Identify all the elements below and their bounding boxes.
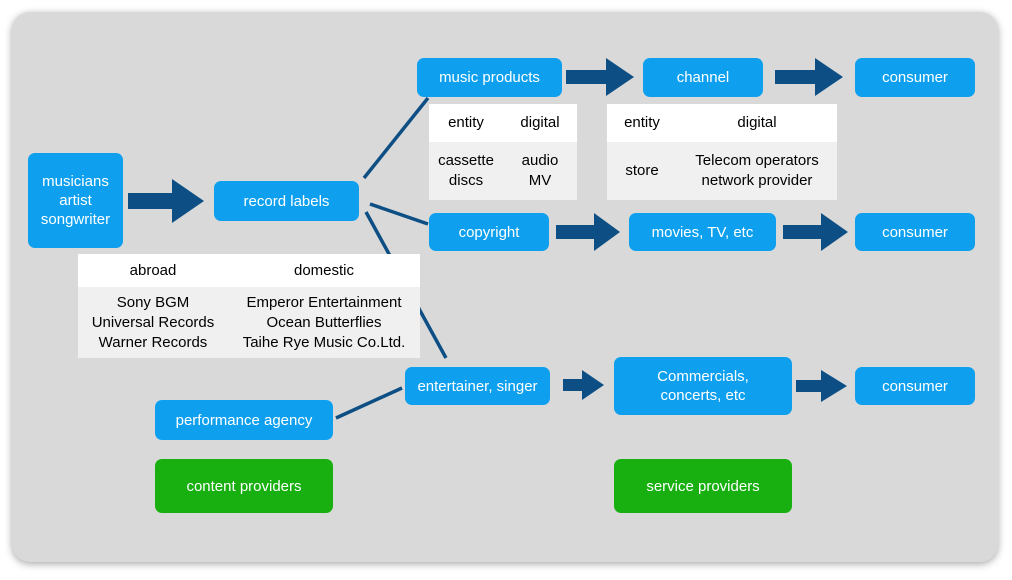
node-copyright[interactable]: copyright — [429, 213, 549, 251]
cell-digital-items: Telecom operators network provider — [695, 152, 819, 189]
table-body-row: store Telecom operators network provider — [607, 142, 837, 200]
cell-abroad-labels: Sony BGM Universal Records Warner Record… — [91, 293, 215, 351]
node-music-products[interactable]: music products — [417, 58, 562, 97]
cell-entity-items: store — [625, 162, 659, 179]
table-channel: entity digital store Telecom operators n… — [607, 104, 837, 200]
label-service-providers[interactable]: service providers — [614, 459, 792, 513]
node-consumer-commercials[interactable]: consumer — [855, 367, 975, 405]
node-consumer-products[interactable]: consumer — [855, 58, 975, 97]
node-musicians[interactable]: musicians artist songwriter — [28, 153, 123, 248]
table-header-row: entity digital — [607, 104, 837, 142]
table-music-products: entity digital cassette discs audio MV — [429, 104, 577, 200]
label-content-providers[interactable]: content providers — [155, 459, 333, 513]
node-channel[interactable]: channel — [643, 58, 763, 97]
header-digital: digital — [737, 114, 777, 131]
cell-digital-items: audio MV — [521, 152, 559, 189]
header-digital: digital — [520, 114, 560, 131]
node-record-labels[interactable]: record labels — [214, 181, 359, 221]
table-header-row: abroad domestic — [78, 254, 420, 287]
node-commercials[interactable]: Commercials, concerts, etc — [614, 357, 792, 415]
node-performance-agency[interactable]: performance agency — [155, 400, 333, 440]
table-header-row: entity digital — [429, 104, 577, 142]
cell-domestic-labels: Emperor Entertainment Ocean Butterflies … — [242, 293, 406, 351]
header-domestic: domestic — [293, 261, 355, 279]
table-record-labels: abroad domestic Sony BGM Universal Recor… — [78, 254, 420, 358]
header-entity: entity — [448, 114, 484, 131]
header-abroad: abroad — [129, 261, 177, 279]
cell-entity-items: cassette discs — [438, 152, 494, 189]
node-entertainer[interactable]: entertainer, singer — [405, 367, 550, 405]
table-body-row: cassette discs audio MV — [429, 142, 577, 200]
table-body-row: Sony BGM Universal Records Warner Record… — [78, 287, 420, 358]
header-entity: entity — [624, 114, 660, 131]
node-consumer-copyright[interactable]: consumer — [855, 213, 975, 251]
node-movies-tv[interactable]: movies, TV, etc — [629, 213, 776, 251]
